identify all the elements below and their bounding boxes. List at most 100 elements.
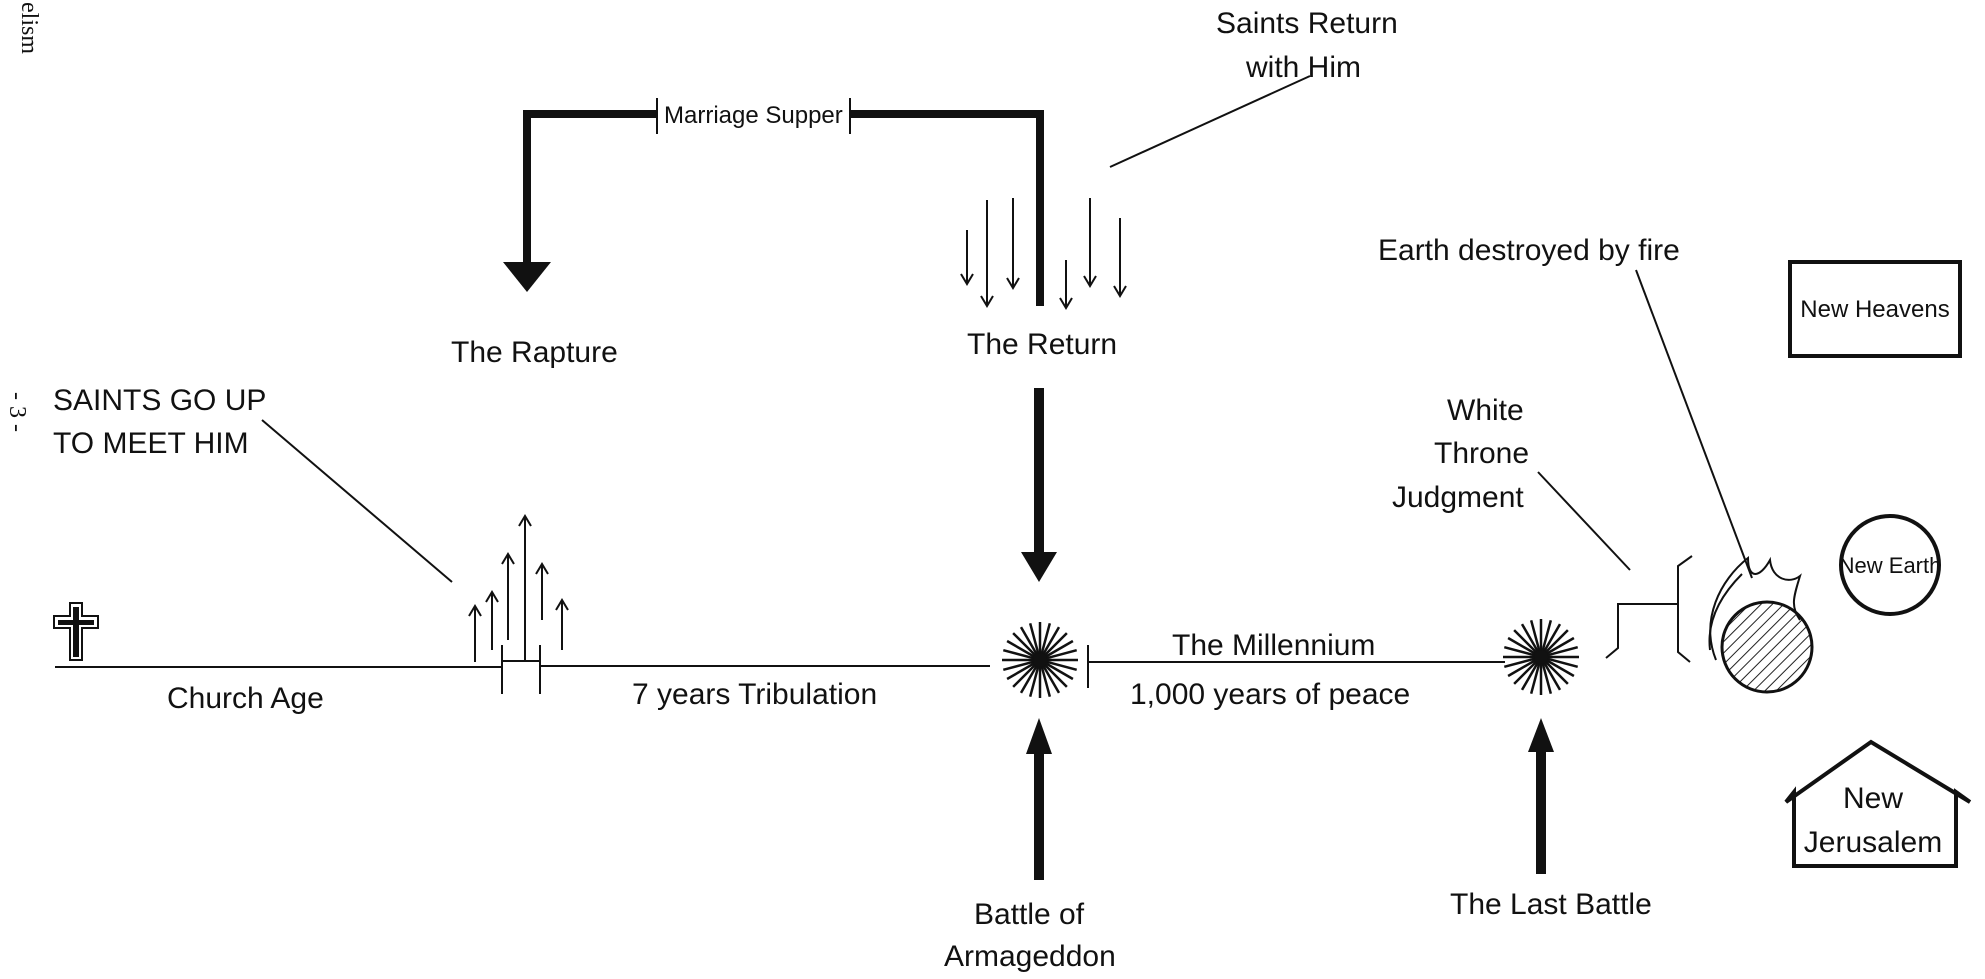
timeline — [55, 645, 1505, 694]
burst-ray — [1040, 665, 1052, 698]
new-heavens-label: New Heavens — [1800, 296, 1949, 323]
burst-ray — [1541, 619, 1553, 652]
burst-ray — [1507, 658, 1537, 678]
down-arrow — [1059, 260, 1073, 310]
burst-ray — [1529, 619, 1541, 652]
burst-ray — [1507, 636, 1537, 656]
burst-ray — [1542, 623, 1562, 653]
white-throne-line1: White — [1447, 394, 1524, 427]
burst-ray — [1513, 660, 1538, 685]
peace-label: 1,000 years of peace — [1130, 678, 1410, 711]
saints-return-pointer — [1109, 75, 1311, 168]
down-arrow — [1113, 218, 1127, 298]
new-jerusalem-line1: New — [1843, 782, 1903, 815]
burst-ray — [1546, 645, 1579, 657]
up-arrow — [518, 514, 532, 662]
burst-core — [1033, 653, 1047, 667]
armageddon-arrowhead — [1026, 718, 1052, 754]
burst-ray — [1028, 622, 1040, 655]
armageddon-line2: Armageddon — [944, 940, 1116, 973]
burst-core — [1534, 650, 1548, 664]
burst-ray — [1006, 661, 1036, 681]
church-age-label: Church Age — [167, 682, 324, 715]
burst-ray — [1544, 660, 1569, 685]
marriage-supper-ticks — [656, 98, 851, 134]
armageddon-line1: Battle of — [974, 898, 1085, 931]
white-throne-pointer — [1537, 471, 1631, 571]
up-arrow — [501, 552, 515, 640]
burst-ray — [1529, 662, 1541, 695]
millennium-label: The Millennium — [1172, 629, 1375, 662]
burst-ray — [1019, 626, 1039, 656]
rising-arrows — [468, 514, 569, 662]
down-arrow — [1083, 198, 1097, 288]
cross-icon — [53, 602, 99, 661]
burst-ray — [1545, 636, 1575, 656]
new-earth-label: New Earth — [1839, 553, 1942, 578]
burst-ray — [1541, 662, 1553, 695]
up-arrow — [555, 598, 569, 650]
up-arrow — [535, 562, 549, 620]
white-throne-line3: Judgment — [1392, 481, 1524, 514]
judgment-throne-icon — [1605, 555, 1693, 663]
burst-ray — [1542, 661, 1562, 691]
down-arrow — [980, 200, 994, 308]
rapture-label: The Rapture — [451, 336, 618, 369]
up-arrow — [485, 590, 499, 650]
burst-ray — [1043, 632, 1068, 657]
new-jerusalem-line2: Jerusalem — [1804, 826, 1942, 859]
burst-ray — [1012, 663, 1037, 688]
saints-go-up-line2: TO MEET HIM — [53, 427, 249, 460]
burst-ray — [1041, 664, 1061, 694]
burst-ray — [1045, 648, 1078, 660]
burst-ray — [1044, 661, 1074, 681]
burst-ray — [1044, 639, 1074, 659]
return-arrowhead — [1021, 552, 1057, 582]
burst-ray — [1520, 623, 1540, 653]
new-heavens-box — [1788, 260, 1962, 358]
return-label: The Return — [967, 328, 1117, 361]
burst-ray — [1043, 663, 1068, 688]
marriage-supper-label: Marriage Supper — [664, 102, 843, 129]
rapture-arrowhead — [503, 262, 551, 292]
burst-ray — [1006, 639, 1036, 659]
starburst-icon — [1002, 622, 1078, 698]
earth-destroyed-pointer — [1635, 269, 1753, 579]
burst-ray — [1019, 664, 1039, 694]
earth-destroyed-label: Earth destroyed by fire — [1378, 234, 1680, 267]
burning-earth-icon — [1708, 555, 1814, 694]
down-arrow — [1006, 198, 1020, 290]
burst-ray — [1045, 660, 1078, 672]
burst-ray — [1002, 648, 1035, 660]
burst-ray — [1002, 660, 1035, 672]
descending-arrows — [960, 198, 1127, 310]
house-outline-icon — [1784, 739, 1972, 868]
marriage-supper-path — [523, 110, 1044, 306]
starburst-icon — [1503, 619, 1579, 695]
last-battle-label: The Last Battle — [1450, 888, 1652, 921]
burst-ray — [1040, 622, 1052, 655]
burst-ray — [1546, 657, 1579, 669]
last-battle-arrowhead — [1528, 718, 1554, 752]
burst-ray — [1503, 657, 1536, 669]
page-number: - 3 - — [4, 392, 30, 432]
burst-ray — [1503, 645, 1536, 657]
saints-go-up-line1: SAINTS GO UP — [53, 384, 266, 417]
tribulation-label: 7 years Tribulation — [632, 678, 877, 711]
burst-ray — [1520, 661, 1540, 691]
margin-side-text: elism — [16, 2, 42, 54]
white-throne-line2: Throne — [1434, 437, 1529, 470]
burst-ray — [1544, 629, 1569, 654]
burst-ray — [1545, 658, 1575, 678]
saints-return-line1: Saints Return — [1216, 7, 1398, 40]
new-earth-circle — [1839, 514, 1941, 616]
burst-ray — [1513, 629, 1538, 654]
burst-ray — [1012, 632, 1037, 657]
saints-go-up-pointer — [261, 419, 453, 583]
burst-ray — [1028, 665, 1040, 698]
burst-ray — [1041, 626, 1061, 656]
down-arrow — [960, 230, 974, 286]
up-arrow — [468, 604, 482, 662]
